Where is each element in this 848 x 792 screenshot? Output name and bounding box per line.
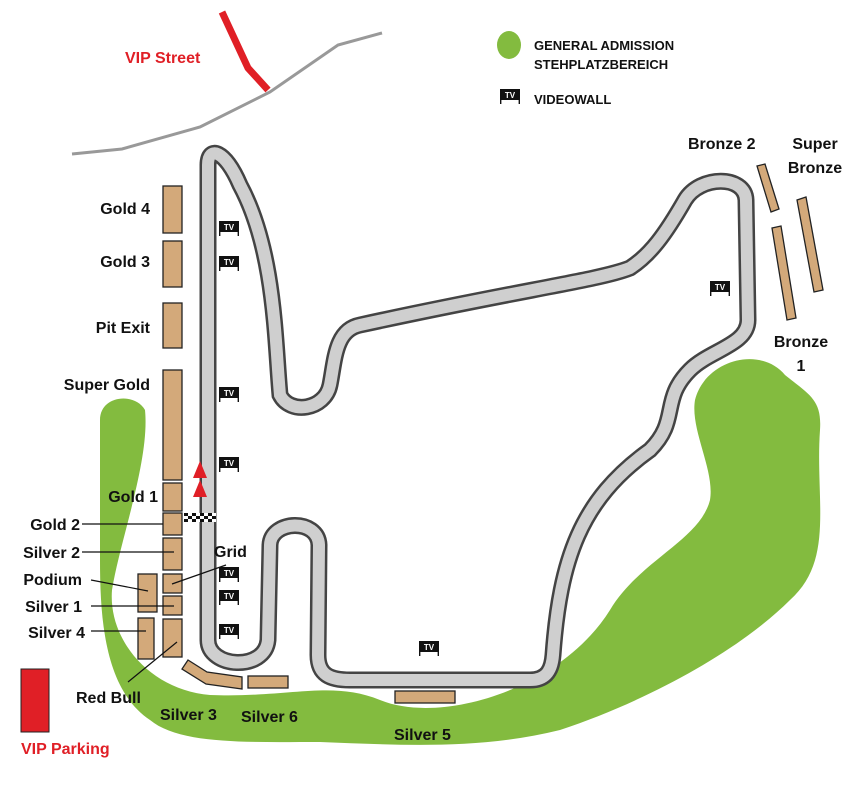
stand-gold-3	[162, 240, 183, 288]
stand-gold-4	[162, 185, 183, 234]
bronze-1-label: Bronze	[774, 334, 828, 351]
stand-bronze-2	[756, 163, 780, 213]
podium-label: Podium	[23, 572, 82, 589]
vip-street-marker	[218, 10, 271, 93]
stand-gold-1	[162, 482, 183, 512]
vip-parking-area	[20, 668, 50, 733]
legend-videowall-icon	[499, 88, 521, 105]
stand-silver-4	[137, 617, 155, 660]
silver-2-label: Silver 2	[23, 545, 80, 562]
legend-ga-swatch	[497, 31, 521, 59]
videowall-icon	[418, 640, 440, 657]
super-bronze-label: Super	[792, 136, 837, 153]
silver-5-label: Silver 5	[394, 727, 451, 744]
videowall-icon	[709, 280, 731, 297]
videowall-icon	[218, 623, 240, 640]
direction-arrow-icon	[193, 461, 207, 478]
bronze-2-label: Bronze 2	[688, 136, 756, 153]
start-finish-line	[184, 513, 216, 522]
videowall-icon	[218, 566, 240, 583]
gold-1-label: Gold 1	[108, 489, 158, 506]
videowall-icon	[218, 220, 240, 237]
general-admission-area-west	[100, 359, 821, 745]
stand-silver-3	[181, 659, 243, 690]
red-bull-label: Red Bull	[76, 690, 141, 707]
bronze-1-label-line2: 1	[797, 358, 806, 375]
silver-4-label: Silver 4	[28, 625, 85, 642]
legend-ga-sublabel: STEHPLATZBEREICH	[534, 57, 668, 72]
gold-4-label: Gold 4	[100, 201, 150, 218]
direction-arrow-icon	[193, 480, 207, 497]
stand-red-bull	[162, 618, 183, 658]
legend-videowall-label: VIDEOWALL	[534, 92, 611, 107]
stand-super-bronze	[796, 196, 824, 293]
stand-silver-2	[162, 537, 183, 571]
videowall-icon	[218, 255, 240, 272]
grid-label: Grid	[214, 544, 247, 561]
videowall-icon	[218, 456, 240, 473]
videowall-icon	[218, 589, 240, 606]
silver-3-label: Silver 3	[160, 707, 217, 724]
gold-2-label: Gold 2	[30, 517, 80, 534]
silver-6-label: Silver 6	[241, 709, 298, 726]
stand-silver-5	[394, 690, 456, 704]
road	[71, 31, 383, 156]
stand-super-gold	[162, 369, 183, 481]
vip-parking-label: VIP Parking	[21, 741, 110, 758]
stand-gold-2	[162, 512, 183, 536]
stand-bronze-1	[771, 225, 797, 321]
gold-3-label: Gold 3	[100, 254, 150, 271]
legend-ga-label: GENERAL ADMISSION	[534, 38, 674, 53]
stand-pit-exit	[162, 302, 183, 349]
pit-exit-label: Pit Exit	[96, 320, 151, 337]
super-bronze-label-line2: Bronze	[788, 160, 842, 177]
silver-1-label: Silver 1	[25, 599, 82, 616]
stand-silver-6	[247, 675, 289, 689]
vip-street-label: VIP Street	[125, 50, 201, 67]
videowall-icon	[218, 386, 240, 403]
stand-podium	[137, 573, 158, 613]
super-gold-label: Super Gold	[64, 377, 150, 394]
